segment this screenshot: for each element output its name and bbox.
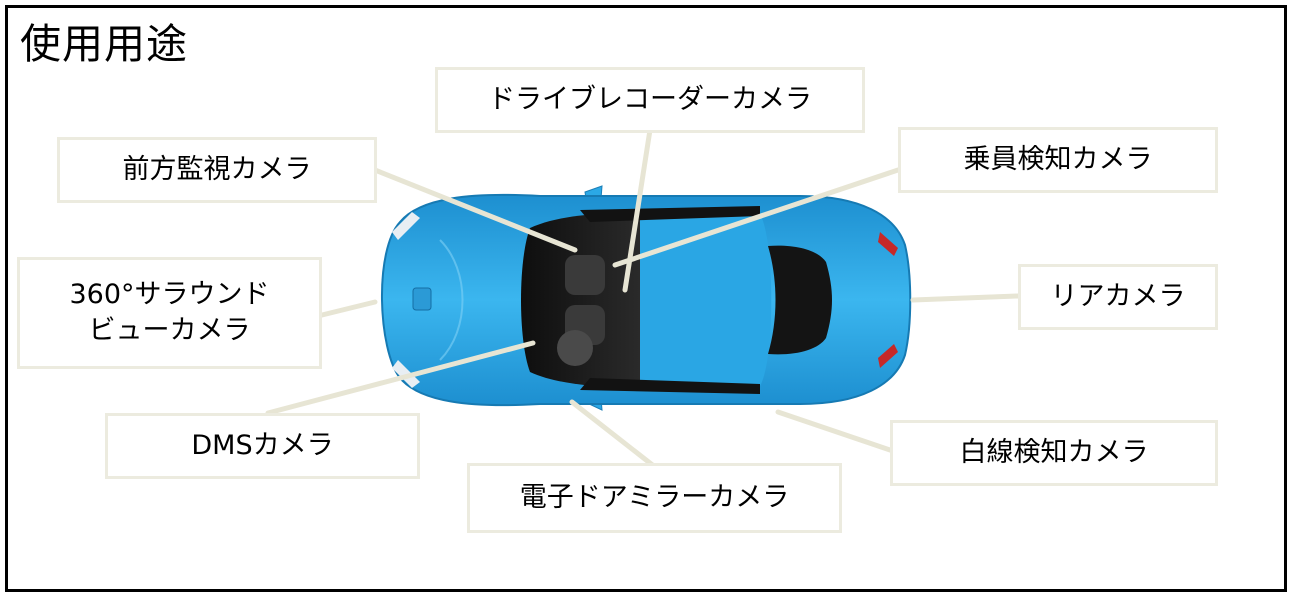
leader-line-surround-view	[319, 299, 378, 318]
label-text: 乗員検知カメラ	[963, 143, 1153, 175]
label-lane-detect-camera: 白線検知カメラ	[890, 420, 1218, 486]
label-text: 前方監視カメラ	[122, 153, 312, 185]
leader-line-lane-detect	[775, 409, 893, 453]
label-text: ドライブレコーダーカメラ	[488, 83, 812, 115]
leader-line-e-mirror	[569, 399, 658, 470]
label-surround-view-camera: 360°サラウンド ビューカメラ	[17, 257, 322, 369]
label-text: DMSカメラ	[191, 429, 334, 461]
leader-line-front-monitor	[372, 167, 578, 253]
label-text-line1: 360°サラウンド	[69, 278, 270, 310]
label-text-line2: ビューカメラ	[88, 315, 251, 346]
label-occupant-detect-camera: 乗員検知カメラ	[898, 127, 1218, 193]
label-text: 白線検知カメラ	[959, 436, 1149, 468]
leader-line-drive-recorder	[622, 127, 653, 293]
leader-line-dms	[265, 340, 536, 416]
page-title: 使用用途	[20, 20, 188, 68]
label-front-monitor-camera: 前方監視カメラ	[57, 137, 377, 203]
label-text: リアカメラ	[1050, 280, 1186, 312]
leader-line-occupant-detect	[612, 167, 901, 268]
label-drive-recorder-camera: ドライブレコーダーカメラ	[435, 67, 865, 133]
leader-line-rear	[910, 293, 1021, 303]
label-rear-camera: リアカメラ	[1018, 264, 1218, 330]
label-text: 電子ドアミラーカメラ	[519, 481, 790, 513]
label-e-mirror-camera: 電子ドアミラーカメラ	[467, 463, 842, 533]
label-dms-camera: DMSカメラ	[105, 413, 420, 479]
